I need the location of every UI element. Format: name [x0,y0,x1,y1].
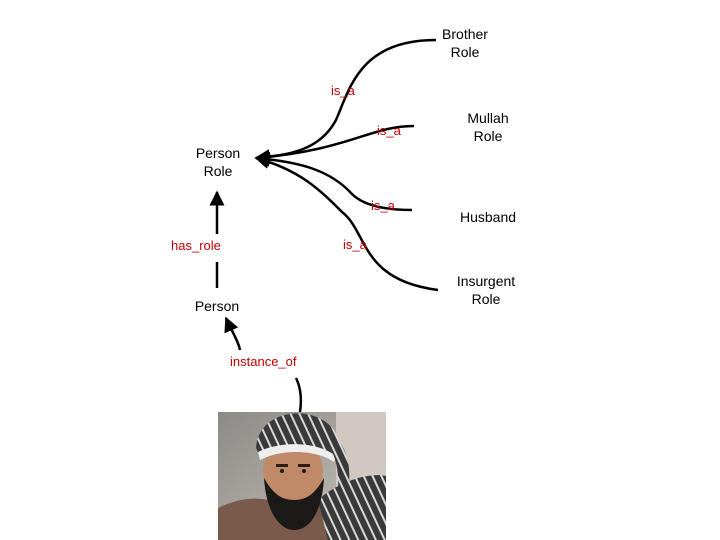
node-person: Person [194,298,240,314]
edge-mullah-to-person-role [254,124,415,165]
edge-instance-of-lower [294,377,303,413]
node-husband: Husband [459,209,517,225]
label-has-role: has_role [171,238,221,253]
label-is-a-insurgent: is_a [343,237,367,252]
label-instance-of: instance_of [230,354,297,369]
edge-husband-to-person-role [254,151,413,212]
label-is-a-husband: is_a [371,198,395,213]
person-photo [218,412,386,540]
node-person-role: Person Role [195,145,241,179]
label-is-a-brother: is_a [331,83,355,98]
node-insurgent-role: Insurgent Role [456,273,516,307]
node-mullah-role: Mullah Role [467,110,509,144]
label-is-a-mullah: is_a [377,123,401,138]
edge-instance-of-upper [224,316,242,351]
node-brother-role: Brother Role [442,26,488,60]
edge-insurgent-to-person-role [254,154,439,292]
